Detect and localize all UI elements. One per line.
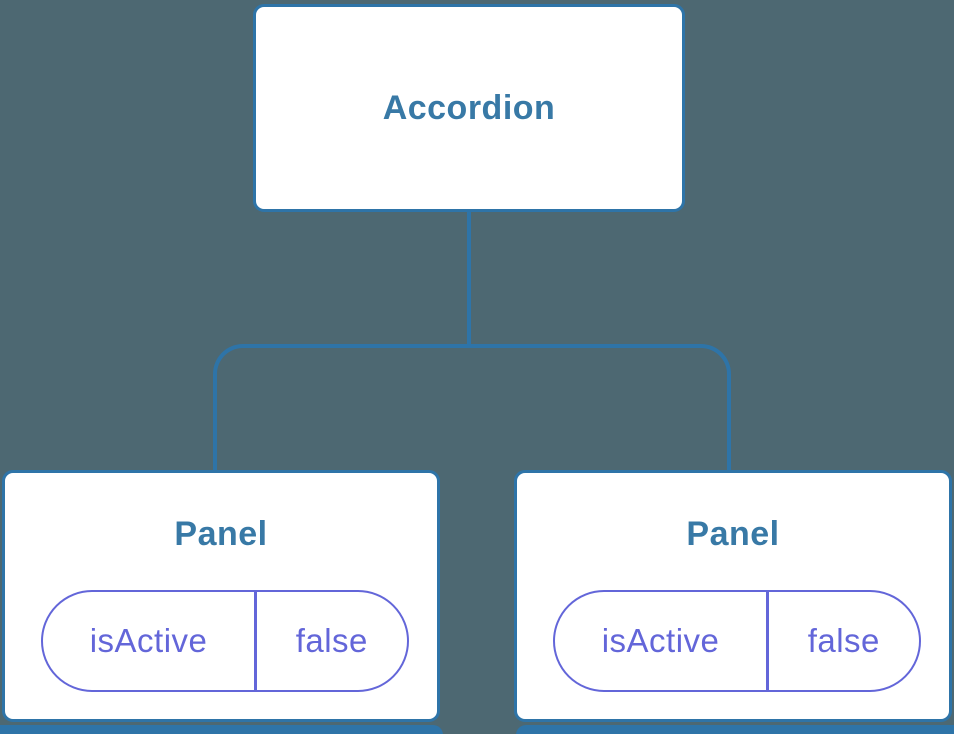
tree-node-panel-right: Panel isActive false — [514, 470, 952, 722]
state-value: false — [807, 622, 880, 659]
cutoff-node-strip-left — [0, 725, 443, 734]
accordion-node-label: Accordion — [382, 88, 556, 127]
state-value: false — [295, 622, 368, 659]
state-pill: isActive false — [41, 590, 409, 692]
state-key: isActive — [89, 622, 208, 659]
connector-bracket — [213, 344, 731, 470]
tree-node-accordion: Accordion — [253, 4, 685, 212]
panel-node-label: Panel — [686, 515, 780, 553]
state-pill: isActive false — [553, 590, 921, 692]
cutoff-node-strip-right — [516, 725, 954, 734]
tree-node-panel-left: Panel isActive false — [2, 470, 440, 722]
state-pill-divider — [766, 592, 769, 690]
connector-stem — [467, 210, 471, 348]
panel-node-label: Panel — [174, 515, 268, 553]
state-key: isActive — [601, 622, 720, 659]
state-pill-divider — [254, 592, 257, 690]
